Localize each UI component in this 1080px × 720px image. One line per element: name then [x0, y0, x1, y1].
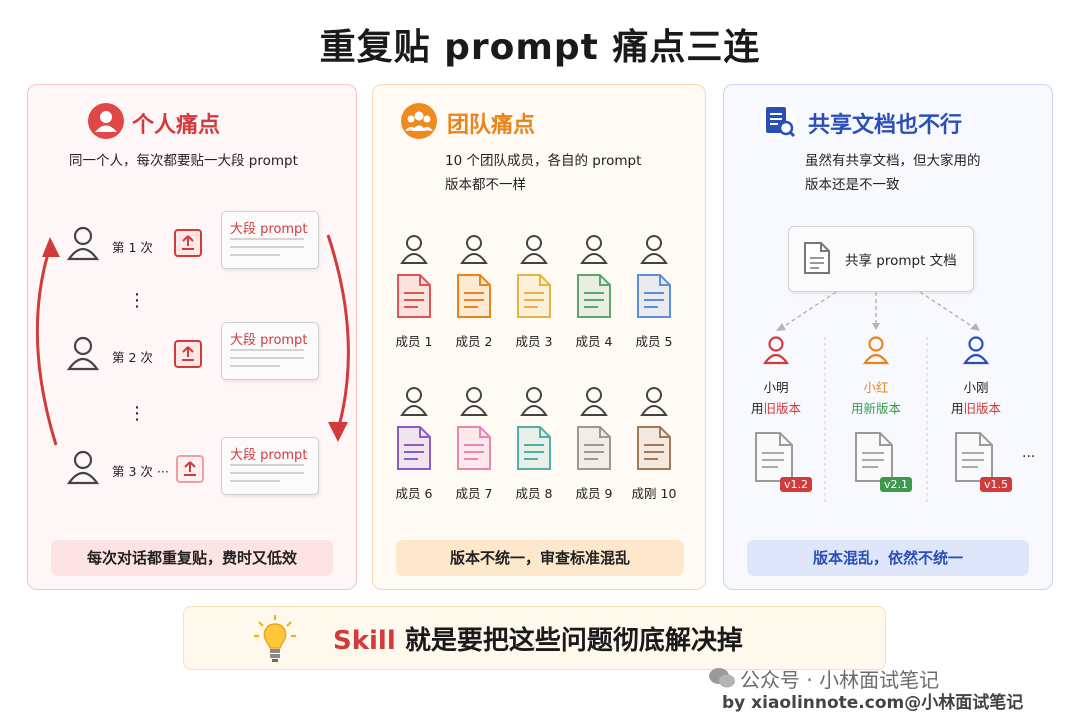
team-pain-panel: 团队痛点 10 个团队成员，各自的 prompt 版本都不一样 成员 1 成员 2… — [372, 84, 706, 590]
row-label: 第 1 次 — [112, 240, 153, 255]
panel-footer: 版本不统一，审查标准混乱 — [396, 540, 684, 576]
panel-title: 共享文档也不行 — [808, 113, 963, 138]
member-user-icon — [459, 233, 489, 269]
team-icon — [401, 103, 437, 139]
member-doc-icon — [516, 425, 552, 475]
version-badge: v2.1 — [880, 477, 913, 492]
panel-footer: 每次对话都重复贴，费时又低效 — [51, 540, 333, 576]
panel-description: 版本都不一样 — [445, 177, 526, 193]
member-user-icon — [579, 385, 609, 421]
member-label: 成员 8 — [515, 486, 553, 501]
row-label: 第 2 次 — [112, 350, 153, 365]
version-doc-icon — [954, 431, 994, 487]
member-label: 成员 2 — [455, 334, 493, 349]
prompt-note: 大段 prompt — [221, 211, 319, 269]
user-icon — [862, 335, 890, 369]
user-icon — [66, 336, 100, 371]
member-label: 成员 4 — [575, 334, 613, 349]
user-name: 小刚 — [963, 380, 989, 395]
upload-icon — [174, 229, 202, 257]
member-user-icon — [459, 385, 489, 421]
member-doc-icon — [396, 273, 432, 323]
member-doc-icon — [576, 425, 612, 475]
prompt-note: 大段 prompt — [221, 322, 319, 380]
user-version: 用新版本 — [850, 401, 902, 416]
member-user-icon — [399, 233, 429, 269]
shared-doc-label: 共享 prompt 文档 — [845, 253, 957, 269]
panel-description: 虽然有共享文档，但大家用的 — [805, 153, 981, 169]
member-user-icon — [639, 233, 669, 269]
user-icon — [66, 450, 100, 485]
personal-pain-panel: 个人痛点 同一个人，每次都要贴一大段 prompt 第 1 次 大段 promp… — [27, 84, 357, 590]
member-user-icon — [399, 385, 429, 421]
user-version: 用旧版本 — [950, 401, 1002, 416]
member-label: 成员 6 — [395, 486, 433, 501]
conclusion-rest: 就是要把这些问题彻底解决掉 — [395, 626, 743, 656]
cycle-arrows — [35, 234, 350, 446]
more-ellipsis: ··· — [1022, 449, 1036, 465]
user-alert-icon — [88, 103, 124, 139]
page-title: 重复贴 prompt 痛点三连 — [319, 27, 761, 68]
upload-icon — [174, 340, 202, 368]
wechat-icon — [709, 668, 735, 688]
user-icon — [762, 335, 790, 369]
version-badge: v1.5 — [980, 477, 1013, 492]
row-label: 第 3 次 ··· — [112, 464, 169, 479]
version-doc-icon — [854, 431, 894, 487]
user-icon — [962, 335, 990, 369]
panel-footer: 版本混乱，依然不统一 — [747, 540, 1029, 576]
upload-icon — [176, 455, 204, 483]
lightbulb-icon — [254, 615, 296, 662]
user-icon — [66, 226, 100, 261]
member-user-icon — [639, 385, 669, 421]
member-label: 成员 7 — [455, 486, 493, 501]
member-doc-icon — [516, 273, 552, 323]
conclusion-text: Skill 就是要把这些问题彻底解决掉 — [333, 620, 743, 657]
prompt-note: 大段 prompt — [221, 437, 319, 495]
watermark-account: 公众号 · 小林面试笔记 — [740, 668, 940, 692]
ellipsis: ⋮ — [128, 403, 146, 424]
watermark-site: by xiaolinnote.com@小林面试笔记 — [722, 693, 1024, 713]
member-doc-icon — [396, 425, 432, 475]
member-doc-icon — [576, 273, 612, 323]
conclusion-bar — [183, 606, 886, 670]
shared-doc-panel: 共享文档也不行 虽然有共享文档，但大家用的 版本还是不一致 共享 prompt … — [723, 84, 1053, 590]
member-label: 成员 5 — [635, 334, 673, 349]
shared-doc-box: 共享 prompt 文档 — [788, 226, 974, 292]
panel-title: 个人痛点 — [132, 113, 221, 138]
member-doc-icon — [456, 273, 492, 323]
user-name: 小明 — [763, 380, 789, 395]
panel-description: 版本还是不一致 — [805, 177, 900, 193]
document-icon — [804, 242, 830, 274]
doc-search-icon — [760, 103, 796, 139]
panel-description: 同一个人，每次都要贴一大段 prompt — [69, 153, 298, 169]
member-doc-icon — [636, 425, 672, 475]
member-label: 成刚 10 — [631, 486, 677, 501]
ellipsis: ⋮ — [128, 290, 146, 311]
skill-word: Skill — [333, 626, 396, 656]
member-label: 成员 1 — [395, 334, 433, 349]
panel-description: 10 个团队成员，各自的 prompt — [445, 153, 642, 169]
member-user-icon — [519, 385, 549, 421]
member-label: 成员 9 — [575, 486, 613, 501]
user-name: 小红 — [863, 380, 889, 395]
member-doc-icon — [456, 425, 492, 475]
member-user-icon — [519, 233, 549, 269]
member-label: 成员 3 — [515, 334, 553, 349]
version-badge: v1.2 — [780, 477, 813, 492]
member-user-icon — [579, 233, 609, 269]
user-version: 用旧版本 — [750, 401, 802, 416]
panel-title: 团队痛点 — [447, 113, 536, 138]
version-doc-icon — [754, 431, 794, 487]
member-doc-icon — [636, 273, 672, 323]
connector-lines — [776, 291, 980, 505]
